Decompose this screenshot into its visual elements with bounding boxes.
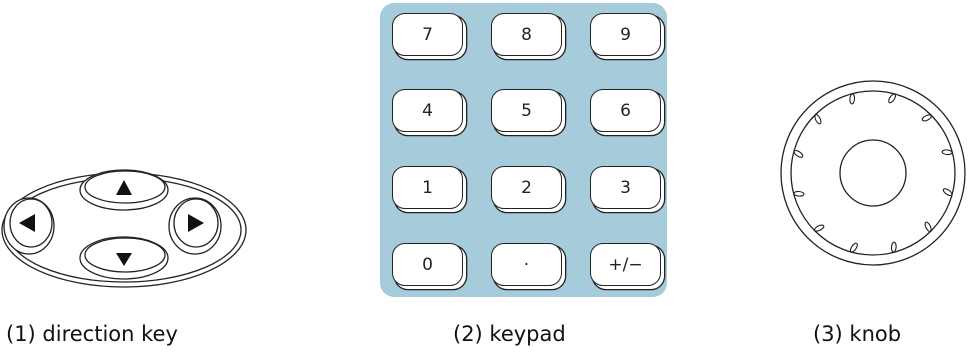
knob-grip-mark: [849, 242, 858, 253]
knob-grip-mark: [888, 93, 897, 104]
key-7[interactable]: 7: [392, 13, 463, 56]
knob-grip-mark: [849, 93, 856, 105]
knob-graphic[interactable]: [760, 80, 973, 270]
knob-panel: [760, 80, 973, 270]
knob-grip-mark: [814, 224, 825, 232]
keypad-caption: (2) keypad: [453, 322, 566, 346]
key-0[interactable]: 0: [392, 243, 463, 286]
key-1[interactable]: 1: [392, 166, 463, 209]
key-2[interactable]: 2: [491, 166, 562, 209]
knob-grip-marks: [793, 93, 953, 253]
down-key[interactable]: [79, 236, 169, 280]
key-5[interactable]: 5: [491, 89, 562, 132]
keypad-panel: 7 8 9 4 5 6 1 2 3 0 · +/−: [380, 3, 667, 297]
key-plus-minus[interactable]: +/−: [590, 243, 661, 286]
knob-grip-mark: [924, 221, 932, 232]
key-3[interactable]: 3: [590, 166, 661, 209]
knob-caption: (3) knob: [813, 322, 902, 346]
up-key[interactable]: [79, 169, 169, 211]
knob-grip-mark: [793, 149, 804, 158]
knob-grip-mark: [814, 114, 822, 125]
key-6[interactable]: 6: [590, 89, 661, 132]
right-arrow-icon: [188, 214, 204, 232]
key-8[interactable]: 8: [491, 13, 562, 56]
key-9[interactable]: 9: [590, 13, 661, 56]
key-4[interactable]: 4: [392, 89, 463, 132]
direction-key-panel: [0, 160, 250, 290]
knob-grip-mark: [793, 190, 805, 197]
left-arrow-icon: [19, 214, 35, 232]
direction-key-graphic: [1, 169, 247, 288]
knob-grip-mark: [921, 114, 932, 122]
knob-grip-mark: [890, 241, 897, 253]
key-decimal-point[interactable]: ·: [491, 243, 562, 286]
right-key[interactable]: [168, 197, 222, 255]
down-arrow-icon: [116, 253, 132, 266]
direction-key-caption: (1) direction key: [6, 322, 178, 346]
up-arrow-icon: [116, 180, 132, 195]
knob-grip-mark: [942, 188, 953, 197]
knob-grip-mark: [941, 149, 953, 156]
left-key[interactable]: [3, 197, 55, 255]
